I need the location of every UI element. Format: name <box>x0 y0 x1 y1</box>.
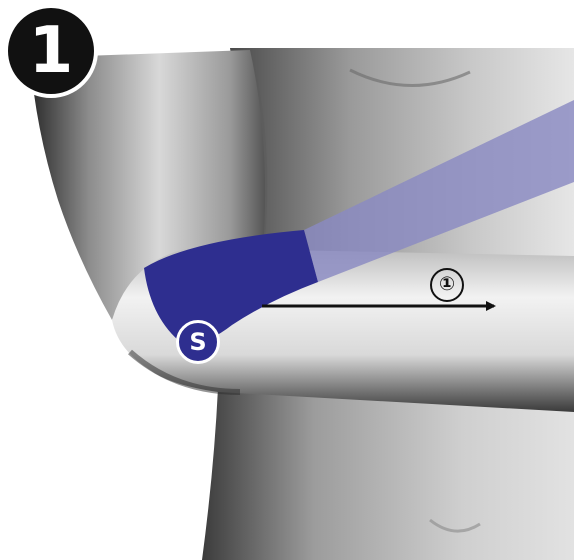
step-number-badge: 1 <box>4 4 98 98</box>
direction-label: ① <box>430 268 464 302</box>
lower-torso <box>202 388 574 560</box>
tape-start-marker: S <box>176 320 220 364</box>
